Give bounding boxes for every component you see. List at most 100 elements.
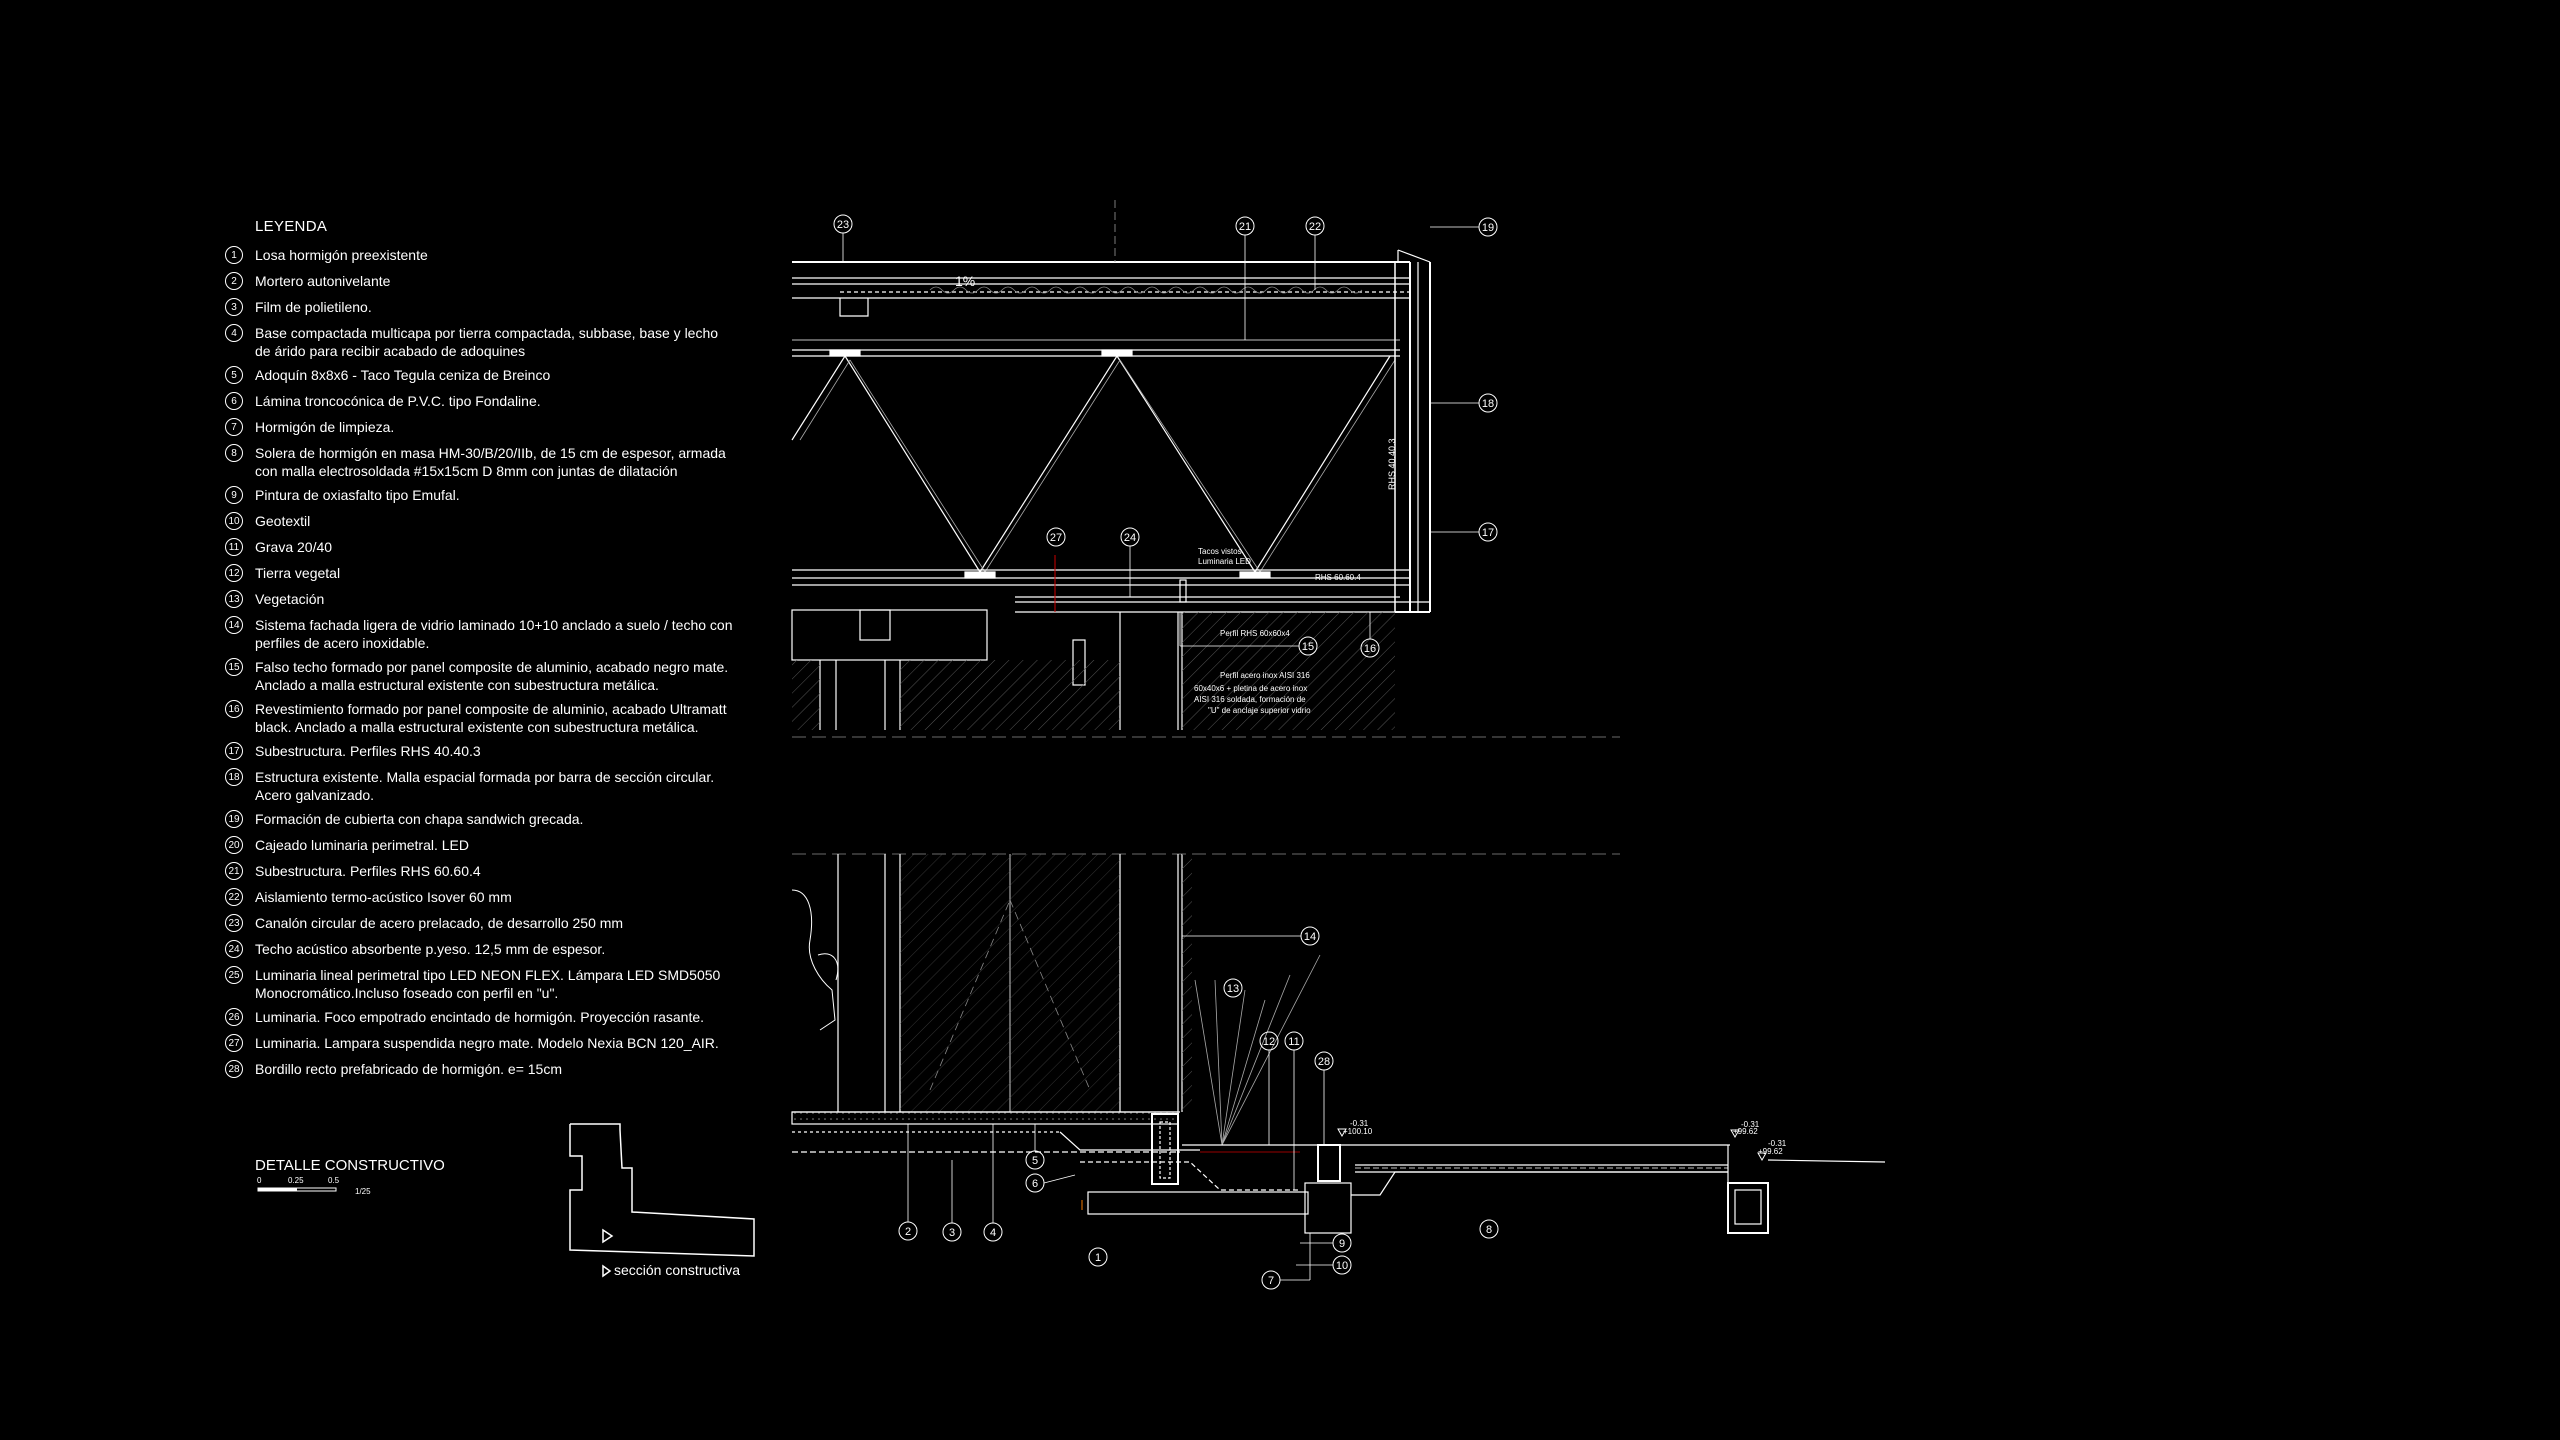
- legend-item-text: Revestimiento formado por panel composit…: [255, 701, 727, 735]
- legend-item-text: Formación de cubierta con chapa sandwich…: [255, 811, 584, 827]
- svg-text:18: 18: [1482, 398, 1494, 410]
- svg-text:16: 16: [1364, 643, 1376, 655]
- level-2-a: -0.31: [1741, 1120, 1760, 1129]
- scale-tick-0: 0: [257, 1176, 262, 1185]
- callout-2: 2: [898, 1124, 918, 1241]
- level-3-a: -0.31: [1768, 1139, 1787, 1148]
- svg-text:6: 6: [1032, 1178, 1038, 1190]
- legend-item-text: Cajeado luminaria perimetral. LED: [255, 837, 469, 853]
- legend-item-text: Solera de hormigón en masa HM-30/B/20/II…: [255, 445, 726, 479]
- legend-item-text: Luminaria. Lampara suspendida negro mate…: [255, 1035, 719, 1051]
- level-marks: -0.31 +100.10 -0.31 +99.62 -0.31 +99.62: [1337, 1119, 1787, 1162]
- legend-item-text: Losa hormigón preexistente: [255, 247, 428, 263]
- legend-item-number: 11: [225, 538, 243, 556]
- legend-item: 10 Geotextil: [225, 512, 765, 532]
- legend-item-text: Bordillo recto prefabricado de hormigón.…: [255, 1061, 563, 1077]
- legend-item-text: Tierra vegetal: [255, 565, 341, 581]
- section-marker-icon: [602, 1264, 612, 1278]
- svg-text:27: 27: [1050, 532, 1062, 544]
- legend-item-number: 23: [225, 914, 243, 932]
- svg-text:10: 10: [1336, 1260, 1348, 1272]
- svg-text:17: 17: [1482, 527, 1494, 539]
- legend-item-number: 1: [225, 246, 243, 264]
- slope-label: 1%: [955, 273, 975, 289]
- callout-28: 28: [1314, 1051, 1334, 1145]
- svg-text:21: 21: [1239, 221, 1251, 233]
- level-2-b: +99.62: [1733, 1127, 1758, 1136]
- callout-21: 21: [1235, 216, 1255, 340]
- scale-tick-2: 0.5: [328, 1176, 340, 1185]
- inox-note-3: AISI 316 soldada, formación de: [1194, 695, 1306, 704]
- legend-item-number: 5: [225, 366, 243, 384]
- svg-text:15: 15: [1302, 641, 1314, 653]
- legend-item-number: 10: [225, 512, 243, 530]
- top-callouts: 23 21 22 19 18 17 27 24 15 16: [833, 214, 1498, 658]
- callout-8: 8: [1479, 1219, 1499, 1239]
- legend-item-number: 18: [225, 768, 243, 786]
- legend-item-text: Hormigón de limpieza.: [255, 419, 395, 435]
- legend-item-number: 8: [225, 444, 243, 462]
- rhs40-note: RHS 40.40.3: [1387, 438, 1397, 490]
- level-3-b: +99.62: [1758, 1147, 1783, 1156]
- legend-item-number: 2: [225, 272, 243, 290]
- legend-item: 23 Canalón circular de acero prelacado, d…: [225, 914, 765, 934]
- legend-item-number: 19: [225, 810, 243, 828]
- section-label: sección constructiva: [614, 1262, 741, 1278]
- svg-text:3: 3: [949, 1227, 955, 1239]
- svg-text:1: 1: [1095, 1252, 1101, 1264]
- inox-note-2: 60x40x6 + pletina de acero inox: [1194, 684, 1307, 693]
- callout-19: 19: [1430, 217, 1498, 237]
- legend-item-text: Lámina troncocónica de P.V.C. tipo Fonda…: [255, 393, 541, 409]
- legend-item-text: Pintura de oxiasfalto tipo Emufal.: [255, 487, 460, 503]
- perfil-note: Perfil RHS 60x60x4: [1220, 629, 1290, 638]
- callout-11: 11: [1284, 1031, 1304, 1190]
- callout-10: 10: [1296, 1255, 1352, 1275]
- legend-item-text: Film de polietileno.: [255, 299, 372, 315]
- legend-item: 8 Solera de hormigón en masa HM-30/B/20/I…: [225, 444, 765, 480]
- legend-item-number: 4: [225, 324, 243, 342]
- callout-24: 24: [1120, 527, 1140, 597]
- detail-title: DETALLE CONSTRUCTIVO: [255, 1157, 445, 1174]
- rhs60-note: RHS 60.60.4: [1315, 573, 1361, 582]
- luminaria-note: Luminaria LED: [1198, 557, 1251, 566]
- legend-item-text: Subestructura. Perfiles RHS 60.60.4: [255, 863, 481, 879]
- callout-5: 5: [1025, 1124, 1045, 1170]
- callout-4: 4: [983, 1124, 1003, 1242]
- level-1-b: +100.10: [1343, 1127, 1373, 1136]
- legend-item-number: 25: [225, 966, 243, 984]
- legend-item-text: Luminaria lineal perimetral tipo LED NEO…: [255, 967, 721, 1001]
- svg-text:2: 2: [905, 1226, 911, 1238]
- level-1-a: -0.31: [1350, 1119, 1369, 1128]
- legend-item-text: Canalón circular de acero prelacado, de …: [255, 915, 624, 931]
- legend-item-number: 21: [225, 862, 243, 880]
- legend-item-number: 7: [225, 418, 243, 436]
- legend-item-number: 17: [225, 742, 243, 760]
- svg-text:9: 9: [1339, 1238, 1345, 1250]
- tacos-note: Tacos vistos: [1198, 547, 1242, 556]
- callout-15: 15: [1179, 612, 1318, 656]
- svg-text:8: 8: [1486, 1224, 1492, 1236]
- svg-text:22: 22: [1309, 221, 1321, 233]
- callout-18: 18: [1430, 393, 1498, 413]
- svg-text:19: 19: [1482, 222, 1494, 234]
- legend-item-text: Base compactada multicapa por tierra com…: [255, 325, 719, 359]
- callout-6: 6: [1025, 1173, 1076, 1193]
- svg-text:11: 11: [1288, 1036, 1299, 1048]
- callout-27: 27: [1046, 527, 1066, 547]
- key-plan: [569, 1123, 755, 1278]
- legend-item-number: 24: [225, 940, 243, 958]
- callout-22: 22: [1305, 216, 1325, 290]
- legend-item-text: Geotextil: [255, 513, 311, 529]
- legend-item-text: Estructura existente. Malla espacial for…: [255, 769, 715, 803]
